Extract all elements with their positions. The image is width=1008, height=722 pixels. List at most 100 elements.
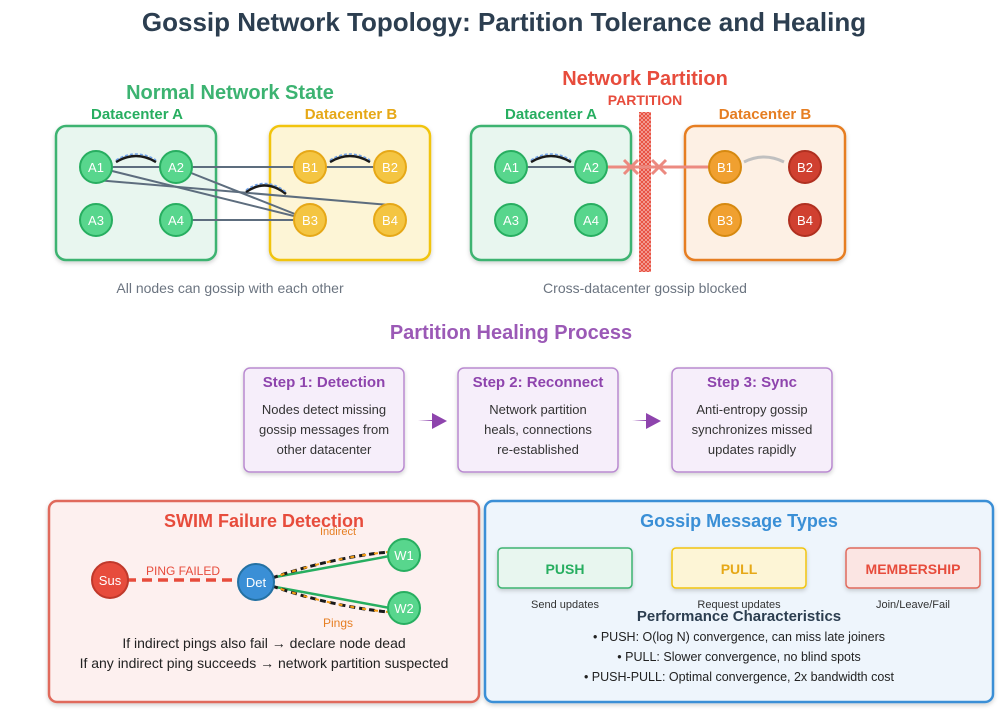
node-a4: A4: [574, 203, 608, 237]
node-label: A1: [88, 160, 104, 175]
perf-item-push-pull: • PUSH-PULL: Optimal convergence, 2x ban…: [584, 670, 895, 684]
partition-dc-b-label: Datacenter B: [719, 106, 812, 123]
witness-label: W2: [394, 601, 414, 616]
normal-dc-a-label: Datacenter A: [91, 106, 183, 123]
node-label: A2: [583, 160, 599, 175]
node-label: B2: [382, 160, 398, 175]
type-membership: MEMBERSHIP Join/Leave/Fail: [845, 547, 981, 611]
indirect-label: Indirect: [320, 526, 356, 538]
step-line: gossip messages from: [259, 422, 389, 437]
perf-item-pull: • PULL: Slower convergence, no blind spo…: [617, 650, 860, 664]
step-sync: Step 3: Sync Anti-entropy gossip synchro…: [671, 367, 833, 473]
indirect-ping-lines: [269, 550, 391, 614]
swim-heading: SWIM Failure Detection: [164, 511, 364, 531]
step-line: synchronizes missed: [692, 422, 813, 437]
blocked-x-icon: [622, 158, 640, 176]
perf-heading: Performance Characteristics: [637, 608, 841, 625]
node-label: A4: [583, 213, 599, 228]
pulse-b1-b2: [329, 154, 371, 164]
healing-heading: Partition Healing Process: [390, 322, 632, 344]
step-line: updates rapidly: [708, 442, 797, 457]
node-a3: A3: [79, 203, 113, 237]
blocked-link: [591, 158, 725, 176]
pings-label: Pings: [323, 616, 353, 630]
blocked-x-icon: [650, 158, 668, 176]
normal-state-panel: Normal Network State Datacenter A Datace…: [54, 82, 432, 296]
type-desc: Join/Leave/Fail: [876, 599, 950, 611]
partition-panel: Network Partition PARTITION Datacenter A…: [469, 68, 847, 296]
node-a1: A1: [79, 150, 113, 184]
partition-datacenter-a-box: [469, 124, 633, 262]
step-line: other datacenter: [277, 442, 372, 457]
node-label: B4: [797, 213, 813, 228]
type-desc: Send updates: [531, 599, 599, 611]
node-label: B3: [717, 213, 733, 228]
type-label: MEMBERSHIP: [866, 561, 961, 577]
arrow-right-icon: [418, 413, 447, 429]
pulse-highlight: [530, 153, 572, 161]
step-line: re-established: [497, 442, 579, 457]
partition-barrier: [639, 112, 651, 272]
node-a4: A4: [159, 203, 193, 237]
type-push: PUSH Send updates: [497, 547, 633, 611]
node-b3: B3: [293, 203, 327, 237]
message-types-heading: Gossip Message Types: [640, 511, 838, 531]
node-label: B1: [717, 160, 733, 175]
step-detection: Step 1: Detection Nodes detect missing g…: [243, 367, 405, 473]
node-b1: B1: [293, 150, 327, 184]
step-title: Step 1: Detection: [263, 374, 386, 391]
node-a1: A1: [494, 150, 528, 184]
healing-process: Partition Healing Process Step 1: Detect…: [243, 322, 833, 473]
step-line: heals, connections: [484, 422, 592, 437]
normal-nodes-b: B1 B2 B3 B4: [293, 150, 407, 237]
ping-failed-label: PING FAILED: [146, 564, 220, 578]
witness-node-w2: W2: [387, 591, 421, 625]
pulse-cross: [245, 184, 287, 195]
step-line: Nodes detect missing: [262, 402, 386, 417]
node-label: A4: [168, 213, 184, 228]
normal-datacenter-a-box: [54, 124, 218, 262]
link-a2-b3: [175, 166, 311, 221]
node-label: A2: [168, 160, 184, 175]
node-a3: A3: [494, 203, 528, 237]
normal-caption: All nodes can gossip with each other: [116, 280, 344, 296]
suspect-node: Sus: [91, 561, 129, 599]
faded-pulse-b1-b2: [743, 155, 785, 164]
detector-label: Det: [246, 575, 267, 590]
type-desc: Request updates: [697, 599, 781, 611]
step-title: Step 2: Reconnect: [473, 374, 604, 391]
detector-node: Det: [237, 563, 275, 601]
type-label: PUSH: [546, 561, 585, 577]
node-label: B4: [382, 213, 398, 228]
step-title: Step 3: Sync: [707, 374, 797, 391]
node-label: A1: [503, 160, 519, 175]
node-b2: B2: [373, 150, 407, 184]
partition-datacenter-b-box: [683, 124, 847, 262]
step-line: Network partition: [489, 402, 587, 417]
type-label: PULL: [721, 561, 758, 577]
suspect-label: Sus: [99, 573, 122, 588]
step-line: Anti-entropy gossip: [696, 402, 807, 417]
node-b4: B4: [373, 203, 407, 237]
link-a1-b3: [95, 166, 311, 221]
witness-node-w1: W1: [387, 538, 421, 572]
node-label: A3: [88, 213, 104, 228]
partition-dc-a-label: Datacenter A: [505, 106, 597, 123]
partition-nodes-a: A1 A2 A3 A4: [494, 150, 608, 237]
node-b2: B2: [788, 150, 822, 184]
partition-nodes-b: B1 B2 B3 B4: [708, 150, 822, 237]
node-label: B3: [302, 213, 318, 228]
node-a2: A2: [159, 150, 193, 184]
message-types-panel: Gossip Message Types PUSH Send updates P…: [483, 499, 995, 704]
step-reconnect: Step 2: Reconnect Network partition heal…: [457, 367, 619, 473]
node-a2: A2: [574, 150, 608, 184]
pulse-a1-a2: [115, 154, 157, 164]
partition-caption: Cross-datacenter gossip blocked: [543, 280, 747, 296]
pulse-a1-a2-partition: [530, 154, 572, 164]
perf-item-push: • PUSH: O(log N) convergence, can miss l…: [593, 630, 885, 644]
normal-message-pulses: [115, 154, 371, 195]
partition-barrier-label: PARTITION: [608, 92, 682, 108]
normal-nodes-a: A1 A2 A3 A4: [79, 150, 193, 237]
normal-datacenter-b-box: [268, 124, 432, 262]
node-b4: B4: [788, 203, 822, 237]
